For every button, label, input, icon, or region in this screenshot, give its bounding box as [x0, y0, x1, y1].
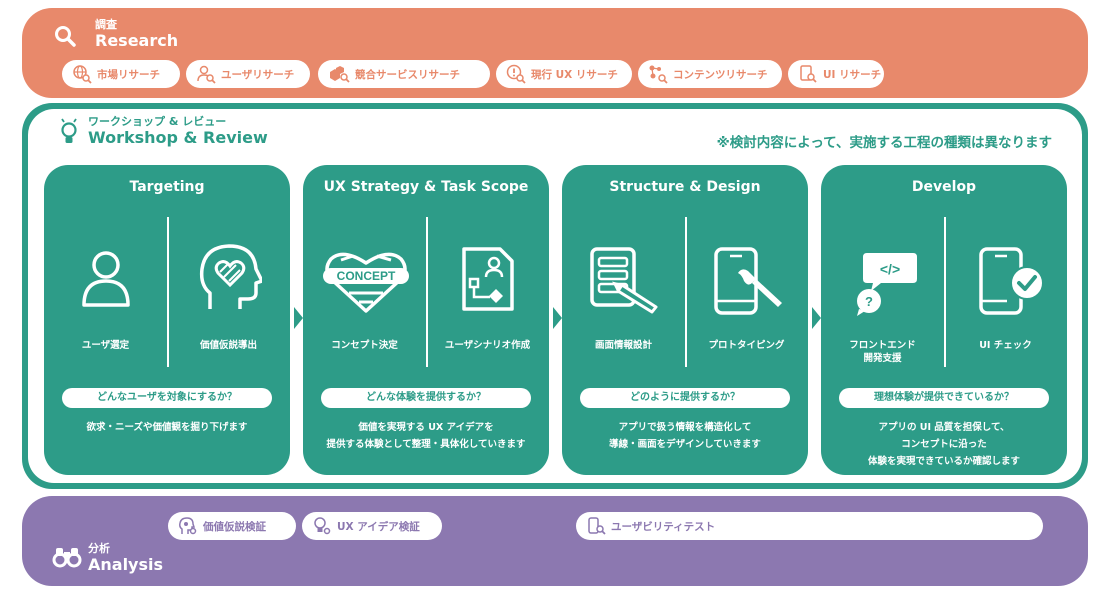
card-desc-line: 価値を実現する UX アイデアを [358, 422, 494, 433]
phone-check-icon [979, 247, 1044, 315]
card-targeting: Targeting ユーザ選定 価値仮説導出 どんなユーザを対象にするか？ 欲求… [44, 165, 290, 475]
research-pill-user: ユーザリサーチ [186, 60, 310, 88]
analysis-title: 分析 Analysis [88, 542, 163, 574]
analysis-pill-value-hypothesis: 価値仮説検証 [168, 512, 296, 540]
card-left-label: コンセプト決定 [331, 340, 398, 351]
card-question: 理想体験が提供できているか？ [839, 388, 1049, 408]
phone-brush-icon [714, 247, 782, 315]
card-divider [944, 217, 946, 367]
code-bubble-icon: </> ? [857, 253, 917, 316]
research-pill-label: コンテンツリサーチ [673, 68, 768, 81]
phone-search-icon [588, 517, 606, 535]
analysis-pill-label: 価値仮説検証 [203, 520, 266, 533]
card-desc-line: 体験を実現できているか確認します [867, 456, 1020, 467]
workshop-panel: ワークショップ & レビュー Workshop & Review ※検討内容によ… [28, 109, 1082, 483]
card-left-label-line: フロントエンド [849, 340, 916, 351]
card-ux-strategy: UX Strategy & Task Scope CONCEPT コンセプト決定 [303, 165, 549, 475]
analysis-band: 価値仮説検証 UX アイデア検証 ユーザビリティテスト 分析 Analysis [22, 496, 1088, 586]
analysis-pill-label: ユーザビリティテスト [611, 520, 716, 533]
search-icon [55, 26, 76, 47]
card-title: Targeting [129, 179, 205, 195]
research-pill-label: 競合サービスリサーチ [355, 68, 460, 81]
concept-heart-icon: CONCEPT [323, 252, 409, 313]
document-search-icon [800, 65, 817, 83]
card-description: 価値を実現する UX アイデアを 提供する体験として整理・具体化していきます [311, 419, 541, 453]
card-left-label: 画面情報設計 [594, 340, 652, 351]
research-pill-label: ユーザリサーチ [221, 68, 295, 81]
card-desc-line: アプリで扱う情報を構造化して [618, 422, 752, 433]
flow-arrow [812, 307, 821, 329]
card-develop: Develop </> ? フロントエンド 開発支援 UI チェック [821, 165, 1067, 475]
cubes-search-icon [330, 66, 350, 83]
concept-label: CONCEPT [337, 269, 396, 283]
card-description: 欲求・ニーズや価値観を掘り下げます [52, 419, 282, 436]
research-title-en: Research [95, 31, 179, 50]
research-pill-label: 現行 UX リサーチ [531, 68, 618, 81]
process-note: ※検討内容によって、実施する工程の種類は異なります [716, 135, 1052, 151]
card-divider [167, 217, 169, 367]
card-desc-line: 提供する体験として整理・具体化していきます [326, 439, 526, 450]
network-search-icon [649, 65, 668, 84]
workshop-title-jp: ワークショップ & レビュー [88, 115, 227, 128]
card-divider [685, 217, 687, 367]
research-pill-market: 市場リサーチ [62, 60, 180, 88]
card-left-label: フロントエンド 開発支援 [821, 339, 944, 365]
analysis-pill-label: UX アイデア検証 [337, 520, 420, 533]
card-divider [426, 217, 428, 367]
globe-search-icon [73, 65, 92, 84]
research-band: 調査 Research 市場リサーチ ユーザリサーチ 競合サービスリサーチ [22, 8, 1088, 98]
bulb-search-icon [314, 517, 331, 535]
research-pill-ui: UI リサーチ [788, 60, 884, 88]
head-heart-icon [199, 244, 262, 309]
user-search-icon [197, 65, 216, 84]
wireframe-pen-icon [590, 247, 658, 314]
flow-arrow [553, 307, 562, 329]
card-description: アプリで扱う情報を構造化して 導線・画面をデザインしていきます [570, 419, 800, 453]
flow-arrow [294, 307, 303, 329]
head-heart-search-icon [179, 517, 197, 535]
card-description: アプリの UI 品質を担保して、 コンセプトに沿った 体験を実現できているか確認… [829, 419, 1059, 470]
card-right-label: ユーザシナリオ作成 [444, 340, 531, 351]
card-desc-line: アプリの UI 品質を担保して、 [878, 422, 1010, 433]
card-right-label: 価値仮説導出 [199, 340, 257, 351]
code-symbol: </> [880, 261, 900, 277]
warning-search-icon [506, 64, 526, 84]
card-right-label: UI チェック [979, 340, 1032, 351]
workshop-band: ワークショップ & レビュー Workshop & Review ※検討内容によ… [22, 103, 1088, 489]
research-title: 調査 Research [95, 18, 178, 50]
analysis-pill-ux-idea: UX アイデア検証 [302, 512, 442, 540]
card-structure-design: Structure & Design 画面情報設計 プロトタイピング どのように… [562, 165, 808, 475]
card-desc-line: 欲求・ニーズや価値観を掘り下げます [86, 422, 248, 433]
card-desc-line: コンセプトに沿った [901, 439, 987, 450]
analysis-title-en: Analysis [88, 555, 164, 574]
card-title: Develop [911, 179, 977, 195]
research-pill-label: UI リサーチ [823, 68, 882, 81]
question-symbol: ? [865, 294, 873, 309]
card-question: どんな体験を提供するか？ [321, 388, 531, 408]
card-title: Structure & Design [609, 179, 761, 195]
card-question: どのように提供するか？ [580, 388, 790, 408]
research-title-jp: 調査 [95, 18, 117, 31]
card-right-label: プロトタイピング [708, 340, 785, 351]
scenario-document-icon [462, 247, 514, 311]
research-pill-label: 市場リサーチ [97, 68, 160, 81]
research-pill-contents: コンテンツリサーチ [638, 60, 782, 88]
lightbulb-icon [61, 118, 77, 143]
analysis-pill-usability-test: ユーザビリティテスト [576, 512, 1043, 540]
research-pill-competitor: 競合サービスリサーチ [318, 60, 490, 88]
workshop-title-en: Workshop & Review [88, 128, 268, 147]
card-desc-line: 導線・画面をデザインしていきます [609, 439, 761, 450]
card-title: UX Strategy & Task Scope [323, 179, 529, 195]
card-left-label-line: 開発支援 [863, 353, 902, 364]
analysis-title-jp: 分析 [88, 542, 110, 555]
binoculars-icon [52, 548, 82, 568]
card-question: どんなユーザを対象にするか？ [62, 388, 272, 408]
research-pill-current-ux: 現行 UX リサーチ [496, 60, 632, 88]
card-left-label: ユーザ選定 [81, 340, 130, 351]
workshop-title: ワークショップ & レビュー Workshop & Review [88, 115, 268, 147]
user-icon [82, 251, 130, 307]
